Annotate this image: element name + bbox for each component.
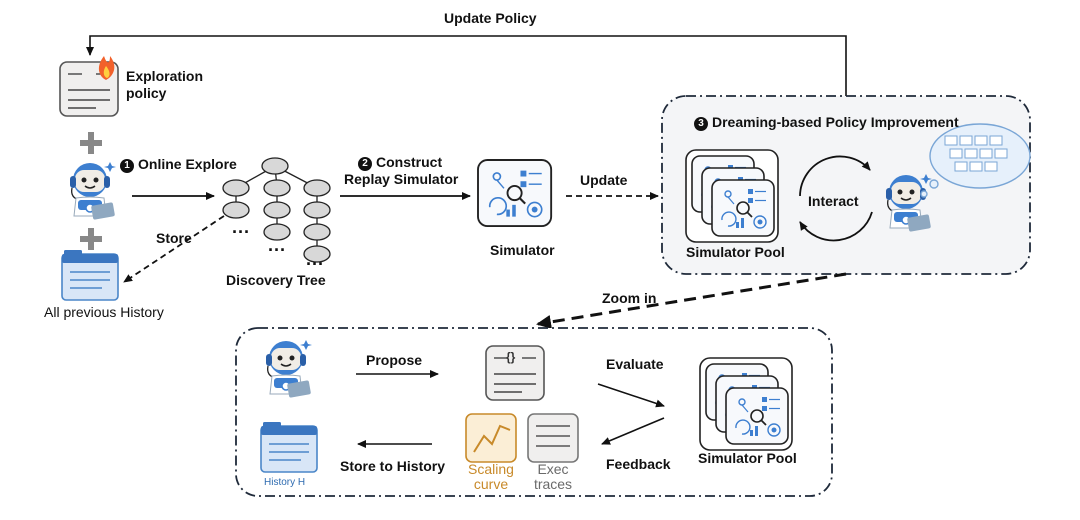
zoom-in-arrow xyxy=(536,272,847,329)
online-explore-title: 1 Online Explore xyxy=(120,156,237,173)
simulator-pool-top-label: Simulator Pool xyxy=(686,244,785,260)
exec-traces-icon xyxy=(527,413,579,463)
tree-ellipsis-1: ··· xyxy=(232,222,250,242)
discovery-tree xyxy=(222,157,331,263)
simulator-pool-bottom-label: Simulator Pool xyxy=(698,450,797,466)
replay-simulator-label: Replay Simulator xyxy=(344,171,459,187)
scaling-curve-label: Scaling curve xyxy=(468,461,514,492)
bubble-cards xyxy=(944,135,1008,172)
exec-traces-label: Exec traces xyxy=(533,461,573,492)
propose-label: Propose xyxy=(366,352,423,368)
dreaming-label: Dreaming-based Policy Improvement xyxy=(712,114,959,130)
scaling-curve-icon xyxy=(465,413,517,463)
tree-ellipsis-3: ··· xyxy=(306,254,324,274)
code-glyph: {} xyxy=(506,350,516,364)
update-policy-label: Update Policy xyxy=(444,10,537,26)
history-h-icon xyxy=(260,421,318,473)
evaluate-label: Evaluate xyxy=(606,356,664,372)
update-policy-arrow xyxy=(86,35,847,96)
feedback-arrow xyxy=(601,417,665,445)
store-arrow xyxy=(123,215,225,283)
step-3-badge: 3 xyxy=(694,117,708,131)
update-label: Update xyxy=(580,172,628,188)
exploration-policy-label: Exploration policy xyxy=(126,68,204,101)
simulator-pool-bottom-stack xyxy=(700,358,792,450)
store-to-history-label: Store to History xyxy=(340,458,446,474)
zoom-panel xyxy=(235,327,833,497)
exploration-policy-icon xyxy=(59,56,119,117)
history-icon xyxy=(61,249,119,301)
interact-label: Interact xyxy=(808,193,859,209)
step-1-badge: 1 xyxy=(120,159,134,173)
simulator-icon xyxy=(476,158,553,228)
robot-agent-icon xyxy=(69,161,117,221)
all-previous-history-label: All previous History xyxy=(44,304,164,320)
store-label: Store xyxy=(156,230,192,246)
feedback-label: Feedback xyxy=(606,456,671,472)
construct-title: 2 Construct xyxy=(358,154,442,171)
step-2-badge: 2 xyxy=(358,157,372,171)
interact-cycle-icon xyxy=(799,155,873,242)
dreaming-title: 3 Dreaming-based Policy Improvement xyxy=(694,114,959,131)
tree-ellipsis-2: ··· xyxy=(268,240,286,260)
construct-label: Construct xyxy=(376,154,443,170)
simulator-pool-stack xyxy=(686,150,778,242)
history-h-label: History H xyxy=(264,477,306,488)
evaluate-arrow xyxy=(597,383,665,408)
discovery-tree-label: Discovery Tree xyxy=(226,272,326,288)
online-explore-label: Online Explore xyxy=(138,156,237,172)
simulator-label: Simulator xyxy=(490,242,555,258)
zoom-in-label: Zoom in xyxy=(602,290,657,306)
